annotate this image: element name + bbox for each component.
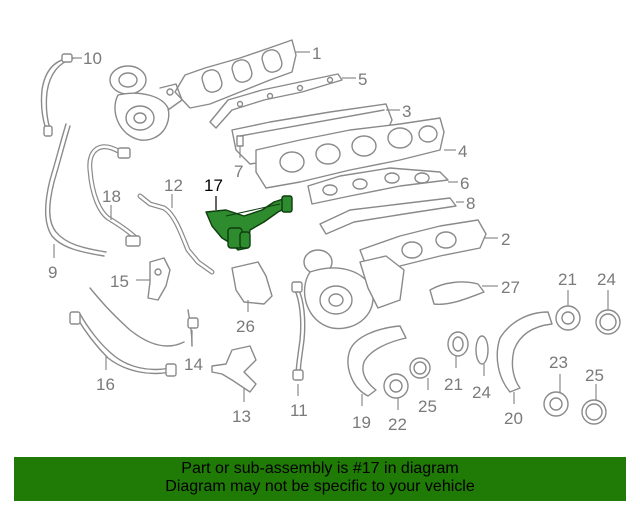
- callout-13: 13: [232, 407, 251, 426]
- callout-21a: 21: [444, 375, 463, 394]
- banner-line-1: Part or sub-assembly is #17 in diagram: [181, 460, 459, 477]
- callout-4: 4: [458, 142, 467, 161]
- part-7-stud: [236, 135, 244, 147]
- part-23-coupler: [543, 391, 569, 417]
- parts-diagram: 1 10 5 3 7 4 6: [40, 39, 621, 434]
- part-25-clamp-right: [581, 399, 607, 425]
- callout-1: 1: [312, 44, 321, 63]
- info-banner: Part or sub-assembly is #17 in diagram D…: [14, 457, 626, 501]
- callout-8: 8: [466, 194, 475, 213]
- callout-18: 18: [102, 187, 121, 206]
- callout-11: 11: [290, 401, 308, 420]
- callout-17: 17: [204, 176, 223, 195]
- part-24-clamp-right: [595, 309, 621, 335]
- callout-16: 16: [96, 375, 115, 394]
- part-8-gasket: [319, 197, 457, 235]
- callout-23: 23: [549, 353, 568, 372]
- callout-10: 10: [83, 49, 102, 68]
- callout-3: 3: [402, 102, 411, 121]
- callout-24a: 24: [472, 383, 491, 402]
- turbocharger-upper: [109, 65, 183, 141]
- part-26-heat-shield: [231, 261, 273, 305]
- part-13-pipe: [211, 345, 257, 393]
- callout-7: 7: [234, 162, 243, 181]
- callout-19: 19: [352, 413, 371, 432]
- callout-24b: 24: [597, 270, 616, 289]
- part-5-gasket: [209, 73, 343, 129]
- part-1-gasket: [174, 39, 297, 109]
- callout-21b: 21: [558, 270, 577, 289]
- callout-14: 14: [184, 355, 203, 374]
- callout-26: 26: [236, 317, 255, 336]
- callout-6: 6: [460, 174, 469, 193]
- part-9-line: [45, 123, 107, 257]
- part-14-fitting: [187, 309, 199, 347]
- part-12-pipe: [137, 193, 215, 275]
- callout-5: 5: [358, 70, 367, 89]
- part-21-coupler-center: [447, 331, 469, 357]
- part-11-sensor-line: [291, 281, 306, 381]
- callout-20: 20: [504, 409, 523, 428]
- banner-line-2: Diagram may not be specific to your vehi…: [165, 478, 475, 495]
- part-17-highlighted: [205, 195, 293, 251]
- callout-12: 12: [164, 176, 183, 195]
- callout-22: 22: [388, 415, 407, 434]
- part-6-gasket: [307, 167, 449, 205]
- callout-25b: 25: [585, 366, 604, 385]
- part-19-intake-pipe: [347, 325, 407, 397]
- part-10-sensor-line: [40, 53, 75, 137]
- part-18-hose: [87, 144, 141, 247]
- part-22-coupler: [383, 373, 409, 399]
- part-27-heat-shield: [429, 281, 485, 306]
- turbocharger-lower: [303, 249, 405, 330]
- callout-9: 9: [48, 263, 57, 282]
- callout-15: 15: [110, 272, 129, 291]
- part-21-coupler-right: [555, 305, 581, 331]
- part-24-ring-center: [475, 335, 489, 365]
- part-25-clamp-center: [409, 357, 431, 379]
- part-20-intake-pipe: [496, 311, 553, 393]
- callout-2: 2: [501, 230, 510, 249]
- part-16-line: [69, 287, 185, 377]
- callout-27: 27: [501, 278, 520, 297]
- part-15-bracket: [147, 257, 171, 301]
- part-4-exhaust-manifold: [255, 117, 445, 189]
- callout-25a: 25: [418, 397, 437, 416]
